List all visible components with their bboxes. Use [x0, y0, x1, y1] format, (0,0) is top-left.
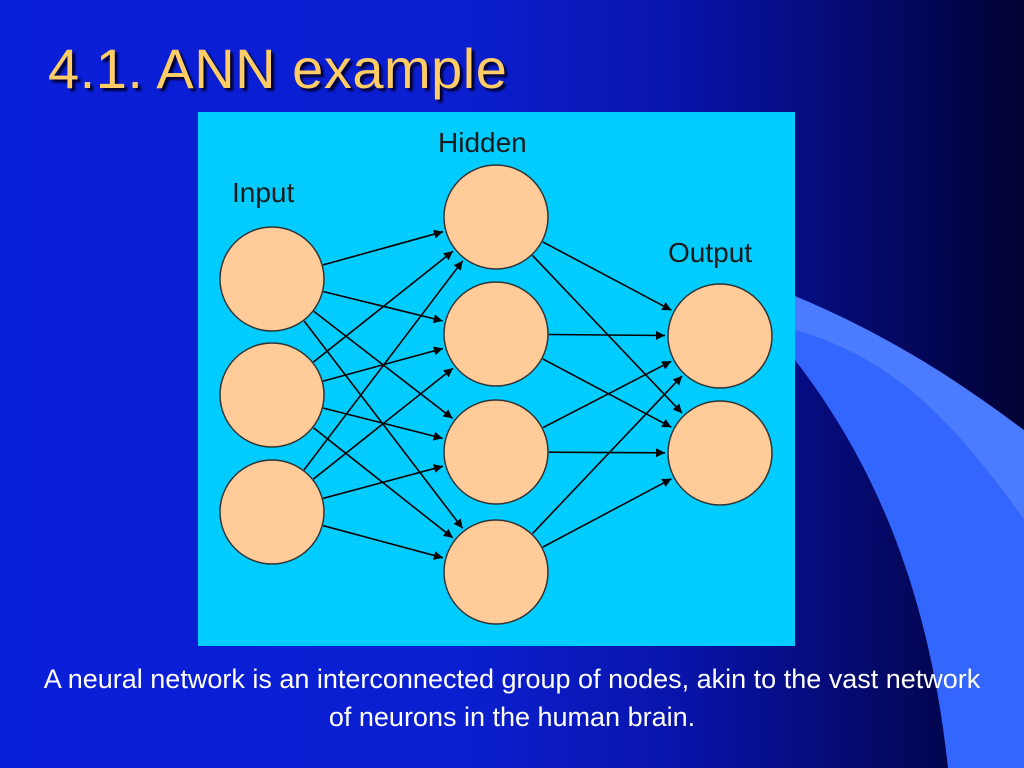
input-3-to-hidden-2-edge — [313, 367, 454, 480]
hidden-node-1 — [443, 164, 549, 270]
neuron-nodes — [219, 164, 773, 625]
hidden-4-to-output-1-edge — [531, 375, 683, 535]
slide-title: 4.1. ANN example — [48, 37, 508, 100]
hidden-2-to-output-2-edge — [542, 358, 672, 428]
hidden-layer-label: Hidden — [438, 127, 527, 158]
input-3-to-hidden-4-edge — [322, 524, 444, 560]
hidden-4-to-output-2-edge — [542, 478, 672, 548]
input-layer-label: Input — [232, 177, 294, 208]
input-node-1 — [219, 226, 325, 332]
hidden-3-to-output-2-edge — [548, 448, 666, 458]
hidden-2-to-output-1-edge — [548, 330, 666, 340]
output-node-2 — [667, 400, 773, 506]
hidden-node-4 — [443, 519, 549, 625]
input-node-3 — [219, 459, 325, 565]
connection-edges — [303, 229, 683, 560]
hidden-node-3 — [443, 399, 549, 505]
output-node-1 — [667, 283, 773, 389]
input-2-to-hidden-1-edge — [313, 250, 454, 363]
input-1-to-hidden-4-edge — [303, 320, 464, 529]
neural-network-canvas: Input Hidden Output — [219, 127, 773, 625]
hidden-3-to-output-1-edge — [542, 360, 672, 429]
hidden-node-2 — [443, 281, 549, 387]
input-node-2 — [219, 342, 325, 448]
hidden-1-to-output-1-edge — [542, 241, 672, 311]
output-layer-label: Output — [668, 237, 752, 268]
input-3-to-hidden-3-edge — [322, 464, 444, 500]
input-1-to-hidden-1-edge — [322, 229, 444, 266]
neural-network-diagram: Input Hidden Output — [198, 112, 795, 646]
slide-caption: A neural network is an interconnected gr… — [43, 664, 981, 732]
input-3-to-hidden-1-edge — [303, 260, 464, 471]
